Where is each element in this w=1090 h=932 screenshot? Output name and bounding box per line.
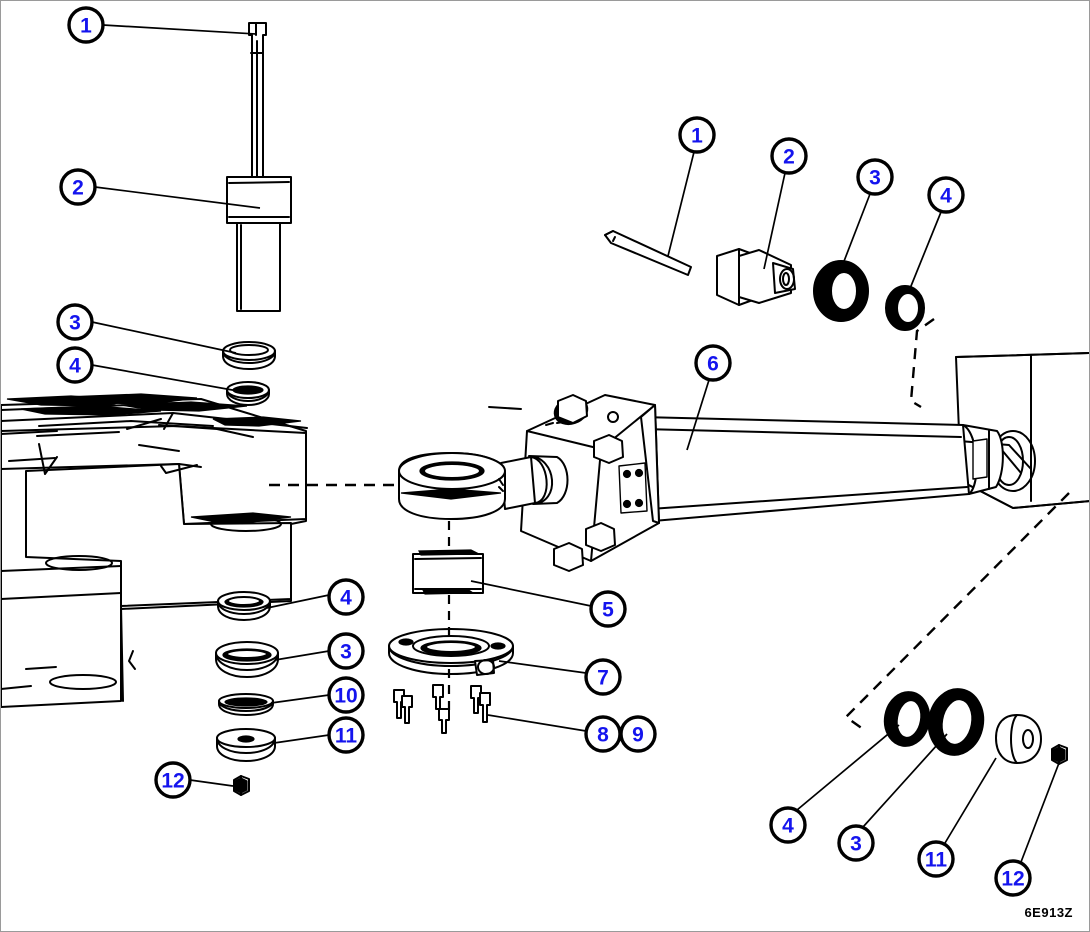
callout-4-lower-left-stack[interactable]: 4 bbox=[327, 578, 365, 616]
callout-number: 6 bbox=[707, 353, 719, 376]
callout-number: 3 bbox=[850, 833, 862, 856]
callout-3-lower-right-stack[interactable]: 3 bbox=[837, 824, 875, 862]
callout-number: 1 bbox=[80, 15, 92, 38]
callout-3-lower-left-stack[interactable]: 3 bbox=[327, 632, 365, 670]
callout-6-cylinder-body[interactable]: 6 bbox=[694, 344, 732, 382]
callout-ring bbox=[67, 6, 105, 44]
callout-10-lower-left-stack[interactable]: 10 bbox=[327, 676, 365, 714]
callout-ring bbox=[56, 346, 94, 384]
callout-12-lower-right-stack[interactable]: 12 bbox=[994, 859, 1032, 897]
callout-ring bbox=[327, 632, 365, 670]
callout-4-upper-right-pin-stack[interactable]: 4 bbox=[927, 176, 965, 214]
callout-5-lower-center-stack[interactable]: 5 bbox=[589, 590, 627, 628]
callout-number: 2 bbox=[783, 146, 795, 169]
callout-number: 3 bbox=[869, 167, 881, 190]
callout-ring bbox=[154, 761, 192, 799]
callout-number: 2 bbox=[72, 177, 84, 200]
callout-11-lower-left-stack[interactable]: 11 bbox=[327, 716, 365, 754]
callout-number: 11 bbox=[335, 725, 358, 748]
callout-2-upper-right-pin-stack[interactable]: 2 bbox=[770, 137, 808, 175]
callout-3-upper-left-pin-stack[interactable]: 3 bbox=[56, 303, 94, 341]
callout-ring bbox=[856, 158, 894, 196]
callout-leader-lines bbox=[91, 24, 1060, 863]
callout-number: 5 bbox=[602, 599, 614, 622]
callout-number: 7 bbox=[597, 667, 609, 690]
callout-ring bbox=[927, 176, 965, 214]
callout-ring bbox=[584, 658, 622, 696]
callout-number: 4 bbox=[340, 587, 352, 610]
callout-ring bbox=[917, 840, 955, 878]
callout-number: 9 bbox=[632, 724, 644, 747]
callout-number: 3 bbox=[340, 641, 352, 664]
callout-number: 1 bbox=[691, 125, 703, 148]
callout-ring bbox=[678, 116, 716, 154]
callout-11-lower-right-stack[interactable]: 11 bbox=[917, 840, 955, 878]
callout-ring bbox=[327, 716, 365, 754]
lower-left-stack bbox=[215, 591, 279, 796]
callout-number: 4 bbox=[940, 185, 952, 208]
callout-number: 3 bbox=[69, 312, 81, 335]
callout-ring bbox=[56, 303, 94, 341]
callout-ring bbox=[327, 676, 365, 714]
callout-ring bbox=[619, 715, 657, 753]
callout-2-upper-left-pin-stack[interactable]: 2 bbox=[59, 168, 97, 206]
callout-number: 8 bbox=[597, 724, 609, 747]
callout-9-lower-center-stack[interactable]: 9 bbox=[619, 715, 657, 753]
upper-right-pin-stack bbox=[604, 230, 925, 331]
callout-number: 4 bbox=[782, 815, 794, 838]
callout-ring bbox=[994, 859, 1032, 897]
assembly-dashed-lines bbox=[269, 318, 1070, 730]
lower-center-stack bbox=[388, 549, 514, 734]
callout-number: 10 bbox=[334, 685, 357, 708]
callout-ring bbox=[837, 824, 875, 862]
callout-number: 12 bbox=[161, 770, 184, 793]
upper-left-pin-stack bbox=[222, 22, 292, 406]
callout-ring bbox=[327, 578, 365, 616]
callout-12-lower-left-stack[interactable]: 12 bbox=[154, 761, 192, 799]
callout-4-lower-right-stack[interactable]: 4 bbox=[769, 806, 807, 844]
callout-1-upper-left-pin-stack[interactable]: 1 bbox=[67, 6, 105, 44]
callout-ring bbox=[694, 344, 732, 382]
dash-bracket-lower-right bbox=[844, 492, 1070, 730]
drawing-code-watermark: 6E913Z bbox=[1024, 905, 1073, 920]
callout-number: 4 bbox=[69, 355, 81, 378]
callout-ring bbox=[770, 137, 808, 175]
callout-ring bbox=[769, 806, 807, 844]
callout-4-upper-left-pin-stack[interactable]: 4 bbox=[56, 346, 94, 384]
callout-3-upper-right-pin-stack[interactable]: 3 bbox=[856, 158, 894, 196]
cylinder-body-assembly bbox=[398, 394, 1004, 572]
left-housing bbox=[1, 393, 308, 708]
callout-1-upper-right-pin-stack[interactable]: 1 bbox=[678, 116, 716, 154]
dash-bracket-upper-right bbox=[909, 318, 935, 409]
callout-7-lower-center-stack[interactable]: 7 bbox=[584, 658, 622, 696]
callout-ring bbox=[589, 590, 627, 628]
callout-ring bbox=[59, 168, 97, 206]
callout-8-lower-center-stack[interactable]: 8 bbox=[584, 715, 622, 753]
callout-number: 11 bbox=[925, 849, 948, 872]
callout-number: 12 bbox=[1001, 868, 1024, 891]
lower-right-stack bbox=[883, 688, 1068, 765]
